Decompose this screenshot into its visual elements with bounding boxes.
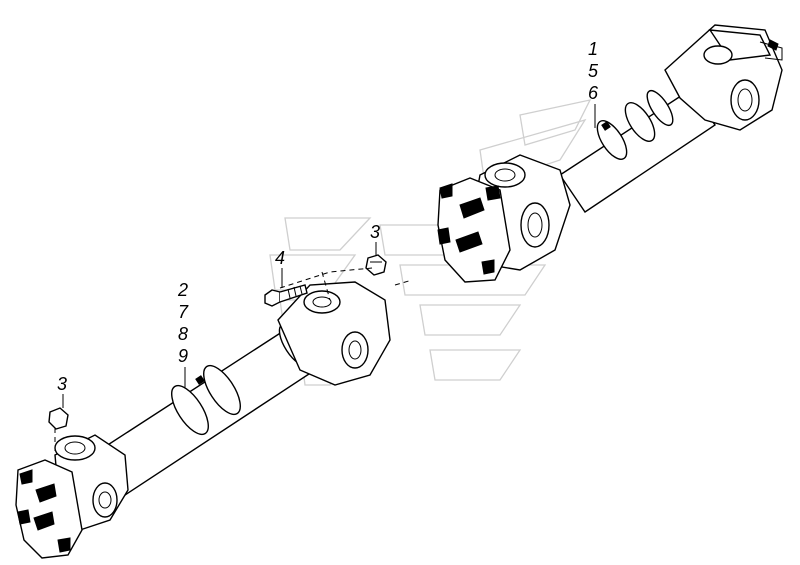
upper-driveshaft	[437, 24, 783, 283]
callout-7: 7	[178, 302, 189, 322]
nut-lower	[48, 407, 69, 430]
callout-4: 4	[275, 248, 285, 268]
callout-upper-shaft: 1 5 6	[588, 39, 599, 128]
callout-8: 8	[178, 324, 188, 344]
callout-nut-lower: 3	[57, 374, 67, 408]
nut-upper	[365, 254, 387, 276]
lower-driveshaft	[15, 281, 391, 559]
callout-3-lower: 3	[57, 374, 67, 394]
callout-2: 2	[177, 280, 188, 300]
center-axis-line	[394, 279, 413, 286]
callout-3-upper: 3	[370, 222, 380, 242]
callout-bolt: 4	[275, 248, 285, 288]
callout-6: 6	[588, 83, 599, 103]
bolt-drop-line	[321, 271, 331, 301]
callout-1: 1	[588, 39, 598, 59]
bolt	[264, 284, 308, 307]
callout-9: 9	[178, 346, 188, 366]
callout-nut-upper: 3	[370, 222, 380, 256]
callout-5: 5	[588, 61, 599, 81]
callout-lower-shaft: 2 7 8 9	[177, 280, 189, 388]
